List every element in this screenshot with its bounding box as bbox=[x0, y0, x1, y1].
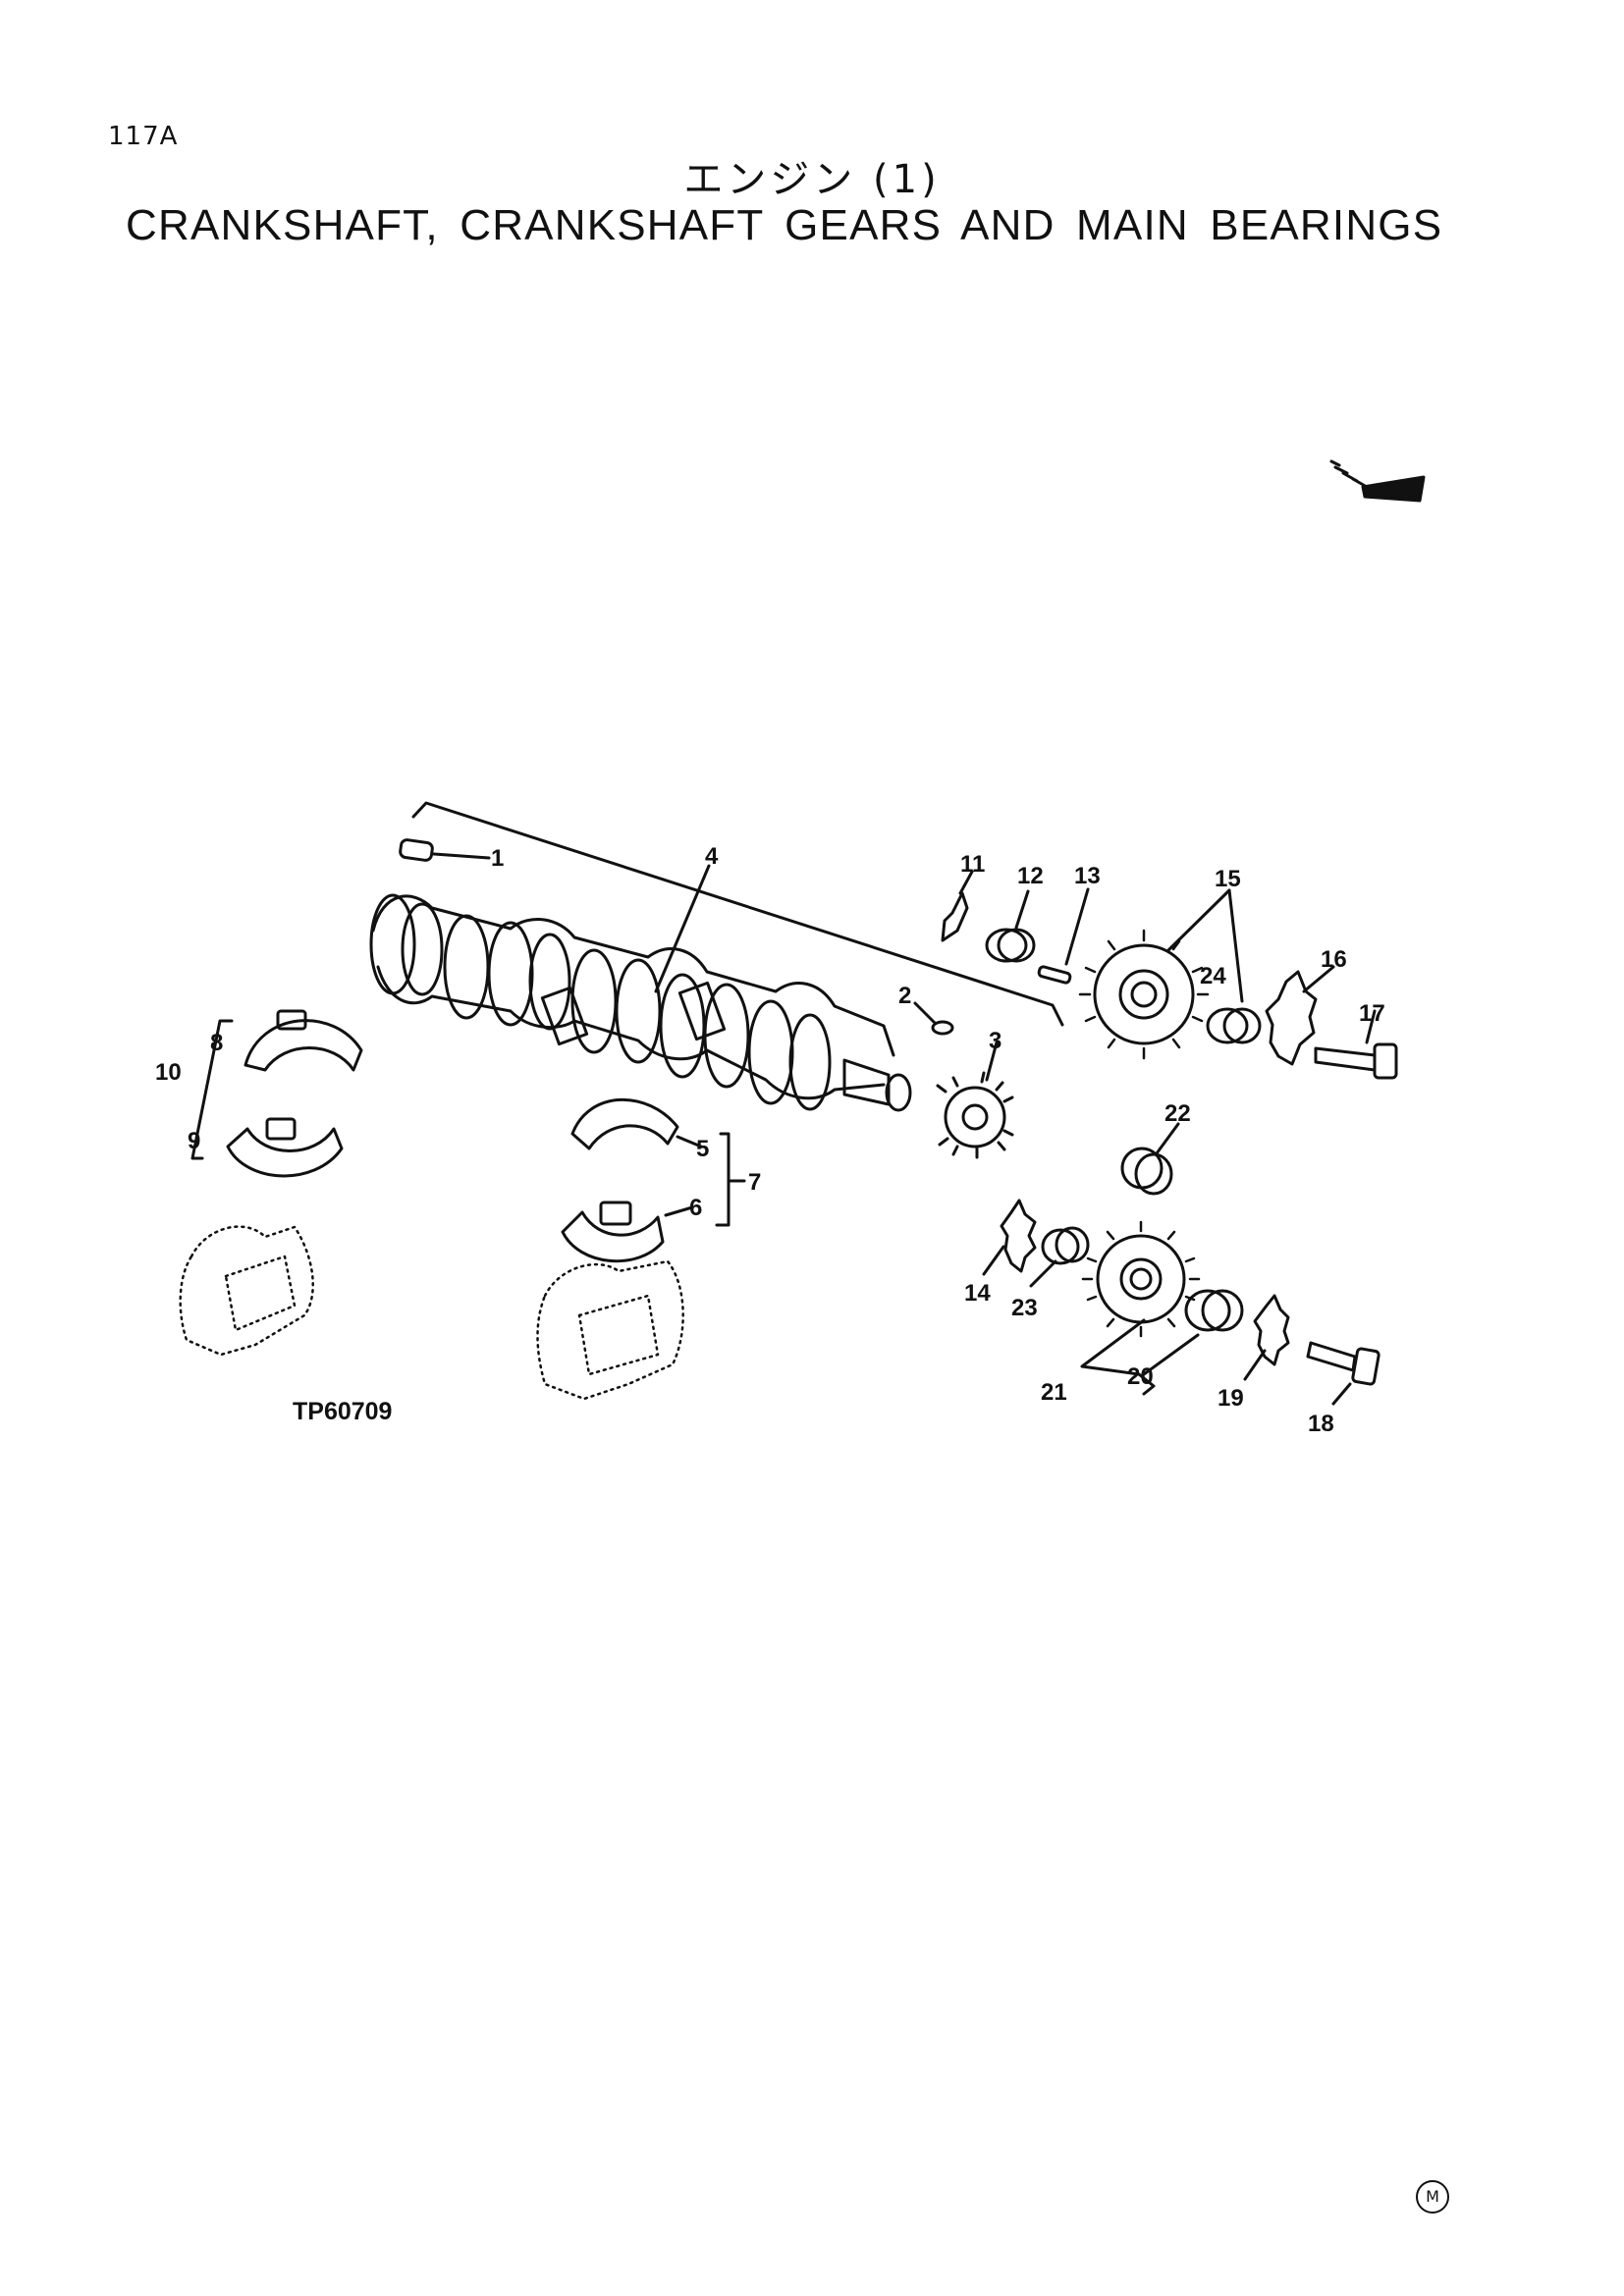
callout-8: 8 bbox=[210, 1030, 223, 1056]
cap-screw-part bbox=[1314, 1009, 1398, 1080]
bushing-part bbox=[985, 889, 1036, 963]
bearing-set-bracket bbox=[715, 1132, 731, 1227]
woodruff-key-part bbox=[913, 1001, 954, 1036]
callout-15: 15 bbox=[1215, 866, 1241, 892]
callout-2: 2 bbox=[898, 983, 911, 1009]
lock-plate-part bbox=[941, 870, 974, 942]
direction-arrow-icon bbox=[1329, 459, 1426, 503]
callout-20: 20 bbox=[1127, 1363, 1154, 1390]
callout-23: 23 bbox=[1011, 1295, 1038, 1321]
callout-10: 10 bbox=[155, 1059, 182, 1086]
callout-22: 22 bbox=[1164, 1100, 1191, 1127]
callout-19: 19 bbox=[1218, 1385, 1244, 1412]
drive-gear-bushing-part bbox=[1184, 1289, 1244, 1332]
callout-13: 13 bbox=[1074, 863, 1101, 889]
callout-12: 12 bbox=[1017, 863, 1044, 889]
callout-21: 21 bbox=[1041, 1379, 1067, 1406]
dowel-pin-part bbox=[399, 838, 491, 862]
callout-14: 14 bbox=[964, 1280, 991, 1307]
callout-11: 11 bbox=[960, 851, 985, 878]
callout-17: 17 bbox=[1359, 1000, 1385, 1027]
callout-16: 16 bbox=[1321, 946, 1347, 973]
lower-thrust-washer-part bbox=[982, 1199, 1037, 1276]
rod-bearing-lower-part bbox=[226, 1117, 344, 1178]
idler-gear-part bbox=[1078, 888, 1244, 1060]
spacer-bushing-part bbox=[1120, 1122, 1180, 1196]
callout-1: 1 bbox=[491, 845, 504, 872]
page-number: 117A bbox=[108, 122, 179, 151]
thrust-washer-part bbox=[1265, 965, 1335, 1066]
main-bearing-lower-part bbox=[561, 1201, 694, 1263]
gear-assembly-bracket bbox=[1080, 1318, 1200, 1396]
assembly-bracket-line bbox=[411, 801, 1064, 1027]
crankshaft-part bbox=[369, 864, 912, 1112]
figure-id: TP60709 bbox=[293, 1398, 392, 1425]
main-cap-outline bbox=[536, 1259, 684, 1401]
idler-bushing-part bbox=[1206, 1007, 1262, 1044]
callout-9: 9 bbox=[188, 1128, 200, 1154]
gear-cap-screw-part bbox=[1306, 1341, 1380, 1406]
callout-4: 4 bbox=[705, 843, 719, 870]
callout-3: 3 bbox=[989, 1028, 1001, 1054]
rod-bearing-upper-part bbox=[244, 1009, 363, 1072]
callout-5: 5 bbox=[696, 1136, 709, 1162]
bearing-cap-outline bbox=[179, 1225, 314, 1357]
rod-bearing-bracket bbox=[190, 1019, 234, 1160]
lower-bushing-part bbox=[1029, 1226, 1090, 1288]
crankshaft-gear-part bbox=[936, 1041, 1014, 1159]
main-bearing-upper-part bbox=[570, 1097, 703, 1150]
callout-18: 18 bbox=[1308, 1411, 1334, 1437]
callout-7: 7 bbox=[748, 1169, 761, 1196]
pin-part bbox=[1037, 887, 1090, 985]
page-title-japanese: エンジン (1) bbox=[683, 157, 941, 202]
drive-gear-part bbox=[1081, 1220, 1201, 1338]
footer-mark: M bbox=[1416, 2180, 1449, 2214]
callout-6: 6 bbox=[689, 1195, 702, 1221]
callout-24: 24 bbox=[1200, 963, 1226, 989]
retaining-washer-part bbox=[1243, 1294, 1290, 1381]
page-title: CRANKSHAFT, CRANKSHAFT GEARS AND MAIN BE… bbox=[126, 201, 1443, 249]
